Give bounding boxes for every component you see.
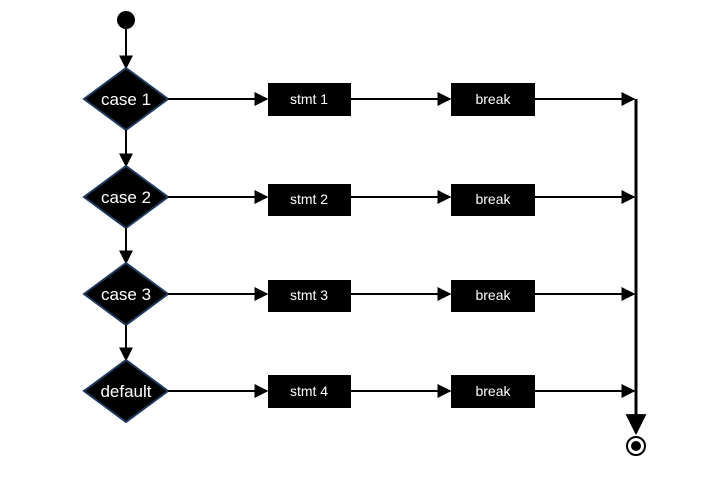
break-label: break bbox=[475, 191, 511, 207]
statement-box bbox=[268, 83, 351, 116]
end-node-inner bbox=[631, 441, 641, 451]
break-box bbox=[451, 280, 535, 312]
break-box bbox=[451, 375, 535, 408]
statement-label: stmt 4 bbox=[290, 383, 328, 399]
row-case-3: case 3 stmt 3 break bbox=[82, 261, 636, 327]
row-case-1: case 1 stmt 1 break bbox=[82, 66, 636, 132]
decision-label: case 1 bbox=[101, 90, 151, 109]
decision-label: case 2 bbox=[101, 188, 151, 207]
decision-label: default bbox=[100, 382, 151, 401]
row-default: default stmt 4 break bbox=[82, 358, 636, 424]
break-label: break bbox=[475, 287, 511, 303]
statement-label: stmt 2 bbox=[290, 191, 328, 207]
break-box bbox=[451, 184, 535, 216]
start-node bbox=[117, 11, 135, 29]
row-case-2: case 2 stmt 2 break bbox=[82, 164, 636, 230]
statement-box bbox=[268, 375, 351, 408]
statement-box bbox=[268, 280, 351, 312]
decision-label: case 3 bbox=[101, 285, 151, 304]
statement-label: stmt 3 bbox=[290, 287, 328, 303]
break-label: break bbox=[475, 91, 511, 107]
decision-diamond bbox=[82, 358, 170, 424]
break-label: break bbox=[475, 383, 511, 399]
statement-label: stmt 1 bbox=[290, 91, 328, 107]
break-box bbox=[451, 83, 535, 116]
statement-box bbox=[268, 184, 351, 216]
